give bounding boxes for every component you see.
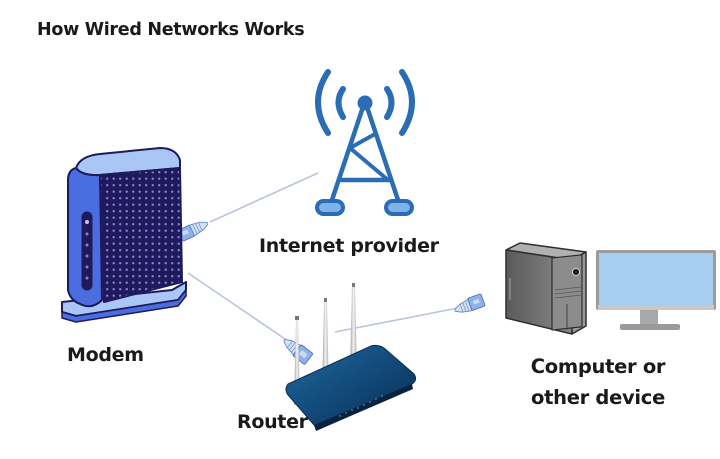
router-label: Router: [237, 411, 308, 433]
cable-router-to-computer: [334, 293, 486, 333]
diagram-title: How Wired Networks Works: [37, 20, 305, 40]
ethernet-plug-icon: [177, 221, 209, 242]
router-icon: [285, 283, 417, 431]
monitor-icon: [596, 250, 716, 330]
cable-modem-to-internet: [177, 172, 319, 242]
modem-label: Modem: [67, 344, 144, 366]
internet-provider-label: Internet provider: [259, 235, 439, 257]
desktop-tower-icon: [505, 242, 587, 335]
computer-label-line2: other device: [531, 386, 665, 409]
computer-label-line1: Computer or: [530, 355, 666, 378]
computer-label: Computer or other device: [518, 351, 678, 413]
router-antenna: [350, 283, 357, 370]
cell-tower-icon: [315, 69, 415, 216]
modem-icon: [61, 147, 187, 323]
cable-modem-to-router: [187, 272, 313, 365]
ethernet-plug-icon: [454, 293, 486, 313]
